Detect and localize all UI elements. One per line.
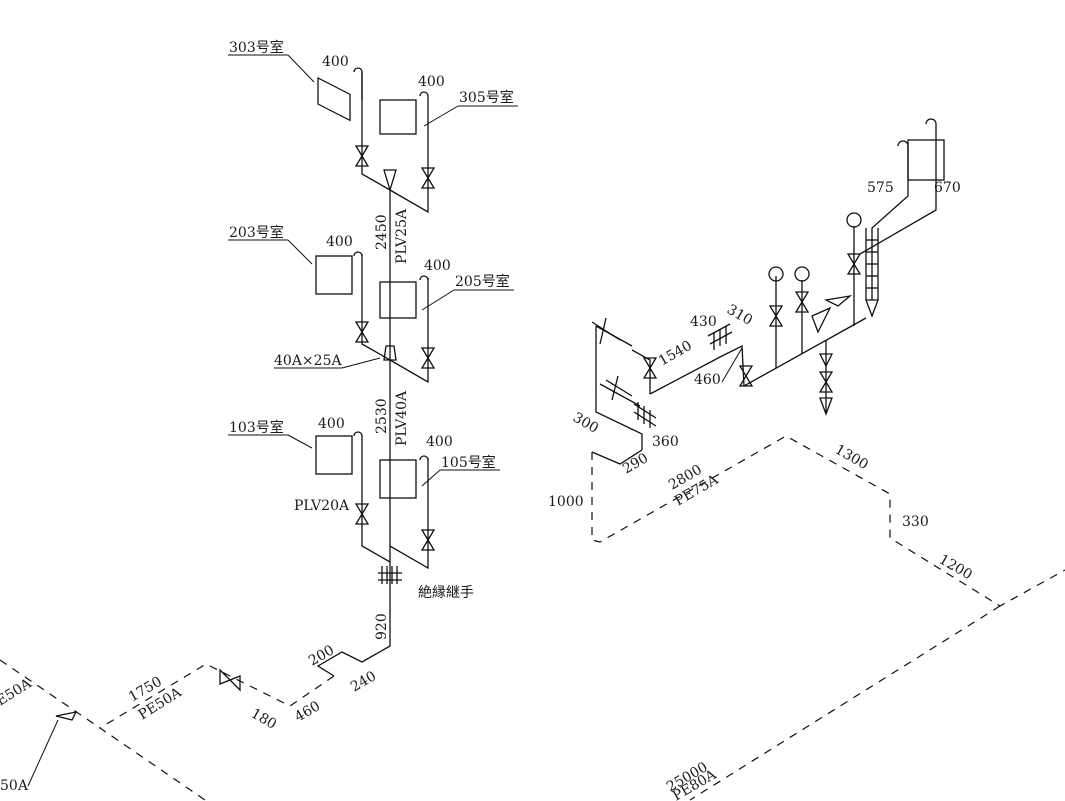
floor-1-branches: [315, 431, 436, 570]
insulation-joint-note: 絶縁継手: [418, 585, 474, 601]
valve-icon: [642, 357, 658, 379]
valve-icon: [818, 371, 834, 393]
main-riser: [316, 190, 402, 677]
underground-line-right: [591, 435, 1065, 801]
room-label-103: 103号室: [229, 419, 284, 436]
valve-icon: [846, 253, 862, 275]
upper-meter-icon: [907, 139, 945, 181]
valve-icon: [219, 668, 241, 692]
insulation-joint-icon: [633, 402, 657, 428]
meter-103-icon: [315, 435, 353, 475]
valve-icon: [354, 321, 370, 343]
dim-330: 330: [902, 514, 929, 530]
dim-1300: 1300: [832, 442, 871, 474]
dim-400-205: 400: [424, 258, 451, 274]
pipe-spec-plv40a: PLV40A: [394, 390, 410, 446]
dim-400-305: 400: [418, 74, 445, 90]
valve-icon: [420, 529, 436, 551]
valve-icon: [420, 167, 436, 189]
dim-180: 180: [248, 706, 279, 733]
dim-430: 430: [690, 314, 717, 330]
insulation-joint-icon: [707, 323, 733, 350]
leader-lines: [228, 54, 518, 487]
reducer-icon: [383, 345, 397, 361]
dim-1000: 1000: [548, 494, 584, 510]
room-label-303: 303号室: [229, 39, 284, 56]
dim-400-303: 400: [322, 54, 349, 70]
valve-icon: [818, 353, 834, 368]
dim-400-103: 400: [318, 416, 345, 432]
underground-line-left: [0, 659, 335, 801]
reducer-note: 40A×25A: [274, 353, 342, 369]
dim-2450: 2450: [374, 214, 390, 250]
meter-203-icon: [315, 255, 353, 295]
room-label-305: 305号室: [459, 89, 514, 106]
dim-2530: 2530: [374, 398, 390, 434]
right-equipment-assembly: [591, 118, 945, 465]
dim-460-right: 460: [694, 372, 721, 388]
dim-240: 240: [348, 668, 379, 695]
meter-305-icon: [379, 99, 417, 135]
ladder-icon: [865, 228, 879, 300]
valve-icon: [354, 503, 370, 525]
valve-icon: [768, 305, 784, 327]
dim-1200: 1200: [936, 552, 975, 584]
pipe-spec-50a: 50A: [0, 778, 29, 794]
valve-icon: [354, 145, 370, 167]
meter-105-icon: [379, 459, 417, 499]
room-label-203: 203号室: [229, 224, 284, 241]
valve-icon: [819, 397, 833, 416]
gauge-icon: [794, 266, 810, 282]
gauge-icon: [768, 266, 784, 282]
valve-icon: [823, 294, 853, 307]
dim-400-105: 400: [426, 434, 453, 450]
valve-icon: [591, 317, 621, 345]
dim-300: 300: [570, 410, 601, 437]
pipe-spec-plv25a: PLV25A: [394, 208, 410, 264]
valve-icon: [738, 365, 754, 387]
meter-303-icon: [317, 77, 351, 122]
dim-670: 670: [934, 180, 961, 196]
gauge-icon: [846, 212, 862, 228]
dim-460: 460: [292, 698, 323, 725]
pipe-spec-plv20a: PLV20A: [294, 498, 350, 514]
dim-400-203: 400: [326, 234, 353, 250]
valve-icon: [811, 306, 832, 334]
dim-360: 360: [652, 434, 679, 450]
dim-920: 920: [374, 613, 390, 640]
insulation-joint-icon: [378, 566, 402, 584]
dim-200: 200: [306, 642, 337, 669]
valve-icon: [794, 291, 810, 313]
floor-2-branches: [315, 251, 436, 384]
dim-575: 575: [867, 180, 894, 196]
dim-290: 290: [620, 450, 651, 477]
room-label-105: 105号室: [441, 454, 496, 471]
room-label-205: 205号室: [455, 273, 510, 290]
valve-icon: [420, 347, 436, 369]
valve-icon: [605, 375, 633, 401]
valve-icon: [865, 299, 879, 318]
meter-205-icon: [379, 281, 417, 319]
valve-icon: [383, 169, 397, 193]
valve-icon: [55, 711, 78, 721]
dim-1540: 1540: [656, 338, 695, 370]
floor-3-branches: [317, 67, 436, 214]
